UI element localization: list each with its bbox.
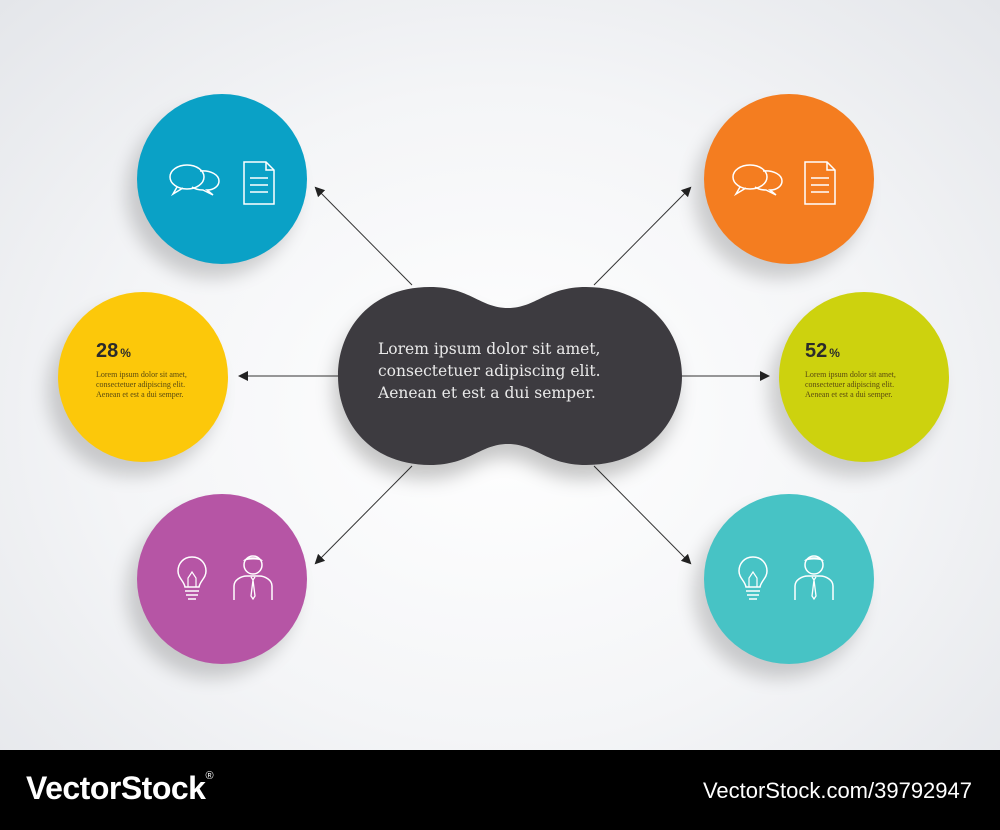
arrow-to-top-left: [314, 186, 413, 286]
description-line: Lorem ipsum dolor sit amet,: [805, 370, 896, 379]
center-text-line: Lorem ipsum dolor sit amet,: [378, 340, 601, 358]
image-id: VectorStock.com/39792947: [702, 778, 972, 803]
description-line: Aenean et est a dui semper.: [96, 390, 184, 399]
lightbulb-icon: [177, 556, 207, 600]
businessman-icon: [794, 555, 834, 601]
percent-value: 28: [96, 340, 119, 362]
brand-name: VectorStock: [26, 770, 206, 806]
lightbulb-icon: [738, 556, 768, 600]
chat-bubbles-icon: [169, 164, 220, 197]
description-line: consectetuer adipiscing elit.: [96, 380, 186, 389]
circle-mid-left: 28% Lorem ipsum dolor sit amet, consecte…: [58, 292, 228, 462]
percent-label: 52%: [805, 340, 840, 363]
brand-logo: VectorStock®: [26, 770, 214, 807]
node-description: Lorem ipsum dolor sit amet, consectetuer…: [805, 370, 935, 400]
arrow-to-bottom-right: [593, 465, 692, 565]
percent-label: 28%: [96, 340, 131, 363]
description-line: Lorem ipsum dolor sit amet,: [96, 370, 187, 379]
arrow-to-bottom-left: [314, 465, 413, 565]
percent-unit: %: [120, 346, 131, 360]
description-line: Aenean et est a dui semper.: [805, 390, 893, 399]
center-text-line: Aenean et est a dui semper.: [378, 384, 596, 402]
document-icon: [804, 161, 836, 205]
percent-value: 52: [805, 340, 828, 362]
connector-arrows: [238, 186, 770, 565]
circle-mid-right: 52% Lorem ipsum dolor sit amet, consecte…: [779, 292, 949, 462]
businessman-icon: [233, 555, 273, 601]
center-text: Lorem ipsum dolor sit amet, consectetuer…: [378, 338, 658, 404]
node-description: Lorem ipsum dolor sit amet, consectetuer…: [96, 370, 226, 400]
arrow-to-top-right: [593, 186, 692, 286]
circle-top-left: [137, 94, 307, 264]
description-line: consectetuer adipiscing elit.: [805, 380, 895, 389]
circle-top-right: [704, 94, 874, 264]
diagram-canvas: Lorem ipsum dolor sit amet, consectetuer…: [58, 94, 949, 664]
document-icon: [243, 161, 275, 205]
chat-bubbles-icon: [732, 164, 783, 197]
center-shape: [338, 287, 682, 465]
circle-bottom-left: [137, 494, 307, 664]
percent-unit: %: [829, 346, 840, 360]
watermark-footer: VectorStock® VectorStock.com/39792947: [0, 750, 1000, 830]
center-text-line: consectetuer adipiscing elit.: [378, 362, 601, 380]
circle-bottom-right: [704, 494, 874, 664]
brand-mark: ®: [205, 770, 214, 782]
